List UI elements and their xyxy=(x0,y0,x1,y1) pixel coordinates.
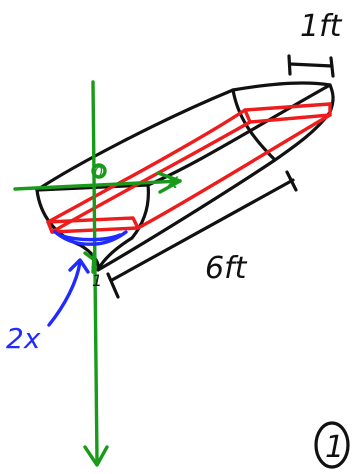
width-tick-end xyxy=(329,56,335,78)
red-strip xyxy=(46,102,332,234)
strip-back-face xyxy=(243,102,332,124)
vertical-axis-arrowhead xyxy=(83,445,109,467)
width-bracket-inner xyxy=(60,233,122,242)
length-tick-start xyxy=(106,272,120,299)
origin-label: 0 xyxy=(94,165,103,181)
width-tick-start xyxy=(287,54,292,76)
strip-width-annotation xyxy=(47,230,128,327)
left-top-edge xyxy=(35,88,235,192)
strip-width-label: 2x xyxy=(6,322,41,355)
width-label: 1ft xyxy=(300,9,343,44)
x-axis-label: x xyxy=(165,169,179,193)
width-dimension xyxy=(287,54,335,78)
page-number-circle xyxy=(314,421,350,469)
depth-label: 1 xyxy=(92,271,102,290)
horizontal-axis xyxy=(13,179,182,191)
horizontal-axis-arrowhead xyxy=(156,171,182,194)
length-dimension xyxy=(106,170,298,299)
strip-inner-edge xyxy=(50,120,252,234)
depth-tick xyxy=(91,252,96,274)
strip-bottom-long-edge xyxy=(136,113,332,230)
coordinate-axes xyxy=(13,80,182,467)
length-label: 6ft xyxy=(205,251,248,286)
page-number: 1 xyxy=(325,430,344,465)
length-tick-end xyxy=(285,170,298,192)
length-line xyxy=(110,178,295,282)
back-rim xyxy=(231,81,332,92)
width-pointer-arrow xyxy=(47,260,82,327)
bottom-edge xyxy=(96,158,277,272)
strip-top-long-edge xyxy=(46,102,332,224)
origin-mark xyxy=(91,163,107,179)
vertical-x-axis xyxy=(91,80,99,462)
depth-dot xyxy=(83,251,95,261)
width-line xyxy=(288,62,334,68)
width-pointer-arrowhead xyxy=(68,258,90,274)
